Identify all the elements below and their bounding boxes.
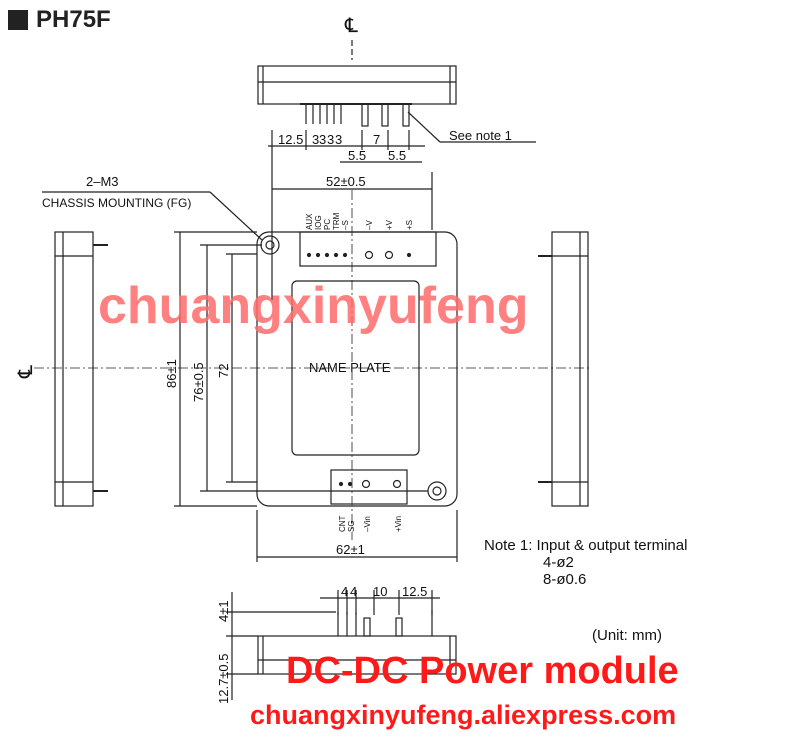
- top-dim-3b: 3: [319, 132, 326, 147]
- top-dim-3d: 3: [335, 132, 342, 147]
- pin-label-trm: TRM: [332, 212, 341, 230]
- body-height-dim: 12.7±0.5: [216, 653, 231, 704]
- note-line-3: 8-ø0.6: [543, 571, 587, 588]
- width-overall-dim: 62±1: [336, 542, 365, 557]
- unit-label: (Unit: mm): [592, 627, 662, 644]
- width-top-dim: 52±0.5: [326, 174, 366, 189]
- pin-label-cnt: CNT: [338, 515, 347, 532]
- top-view-body: [257, 65, 457, 105]
- bottom-dim-4a: 4: [341, 584, 348, 599]
- main-view: 52±0.5 2–M3 CHASSIS MOUNTING (FG) NAME P…: [15, 172, 590, 562]
- bottom-dim-10: 10: [373, 584, 387, 599]
- pin-label-aux: AUX: [305, 213, 314, 230]
- note-block: Note 1: Input & output terminal 4-ø2 8-ø…: [484, 537, 687, 588]
- product-title: DC-DC Power module: [286, 650, 679, 692]
- pin-label-minus-v: –V: [365, 220, 374, 230]
- page-title: PH75F: [36, 6, 111, 33]
- note-line-1: Note 1: Input & output terminal: [484, 537, 688, 554]
- top-dim-7: 7: [373, 132, 380, 147]
- top-pin-labels: AUX IOG PC TRM –S –V +V +S: [305, 212, 414, 230]
- top-dim-3a: 3: [312, 132, 319, 147]
- pin-label-plus-v: +V: [385, 219, 394, 230]
- name-plate-label: NAME PLATE: [309, 360, 391, 375]
- height-overall-dim: 86±1: [164, 359, 179, 388]
- top-dim-3c: 3: [327, 132, 334, 147]
- bottom-dim-4b: 4: [350, 584, 357, 599]
- bottom-view-body: [257, 635, 457, 675]
- watermark-text: chuangxinyufeng: [98, 277, 529, 335]
- top-dim-5-5a: 5.5: [348, 148, 366, 163]
- left-centerline-symbol: ℄: [15, 365, 37, 379]
- pin-label-plus-vin: +Vin: [394, 516, 403, 532]
- top-dim-12-5: 12.5: [278, 132, 303, 147]
- see-note-label: See note 1: [449, 128, 512, 143]
- top-connector-strip: [299, 231, 437, 267]
- bottom-connector-strip: [330, 469, 408, 505]
- top-centerline-symbol: ℄: [344, 15, 358, 37]
- right-side-view: [538, 231, 589, 507]
- header-square-icon: [8, 10, 28, 30]
- mount-hole-top: [260, 235, 280, 255]
- mount-hole-bottom: [427, 481, 447, 501]
- mount-label: 2–M3: [86, 174, 119, 189]
- pin-label-minus-s: –S: [341, 220, 350, 230]
- pin-label-iog: IOG: [314, 215, 323, 230]
- height-mount-dim: 76±0.5: [191, 362, 206, 402]
- pin-label-pc: PC: [323, 219, 332, 230]
- top-dim-5-5b: 5.5: [388, 148, 406, 163]
- bottom-dim-12-5: 12.5: [402, 584, 427, 599]
- pin-height-dim: 4±1: [216, 600, 231, 622]
- height-inner-dim: 72: [216, 364, 231, 378]
- bottom-view: 4 4 10 12.5: [216, 584, 457, 704]
- header: PH75F: [8, 6, 111, 34]
- note-line-2: 4-ø2: [543, 554, 574, 571]
- bottom-pin-labels: CNT SG –Vin +Vin: [338, 515, 403, 532]
- left-side-view: [54, 231, 108, 507]
- store-url[interactable]: chuangxinyufeng.aliexpress.com: [250, 700, 677, 730]
- pin-label-sg: SG: [347, 520, 356, 532]
- top-view: ℄ See note 1: [257, 15, 536, 300]
- mount-desc: CHASSIS MOUNTING (FG): [42, 196, 191, 210]
- pin-label-plus-s: +S: [405, 220, 414, 230]
- pin-label-minus-vin: –Vin: [363, 516, 372, 532]
